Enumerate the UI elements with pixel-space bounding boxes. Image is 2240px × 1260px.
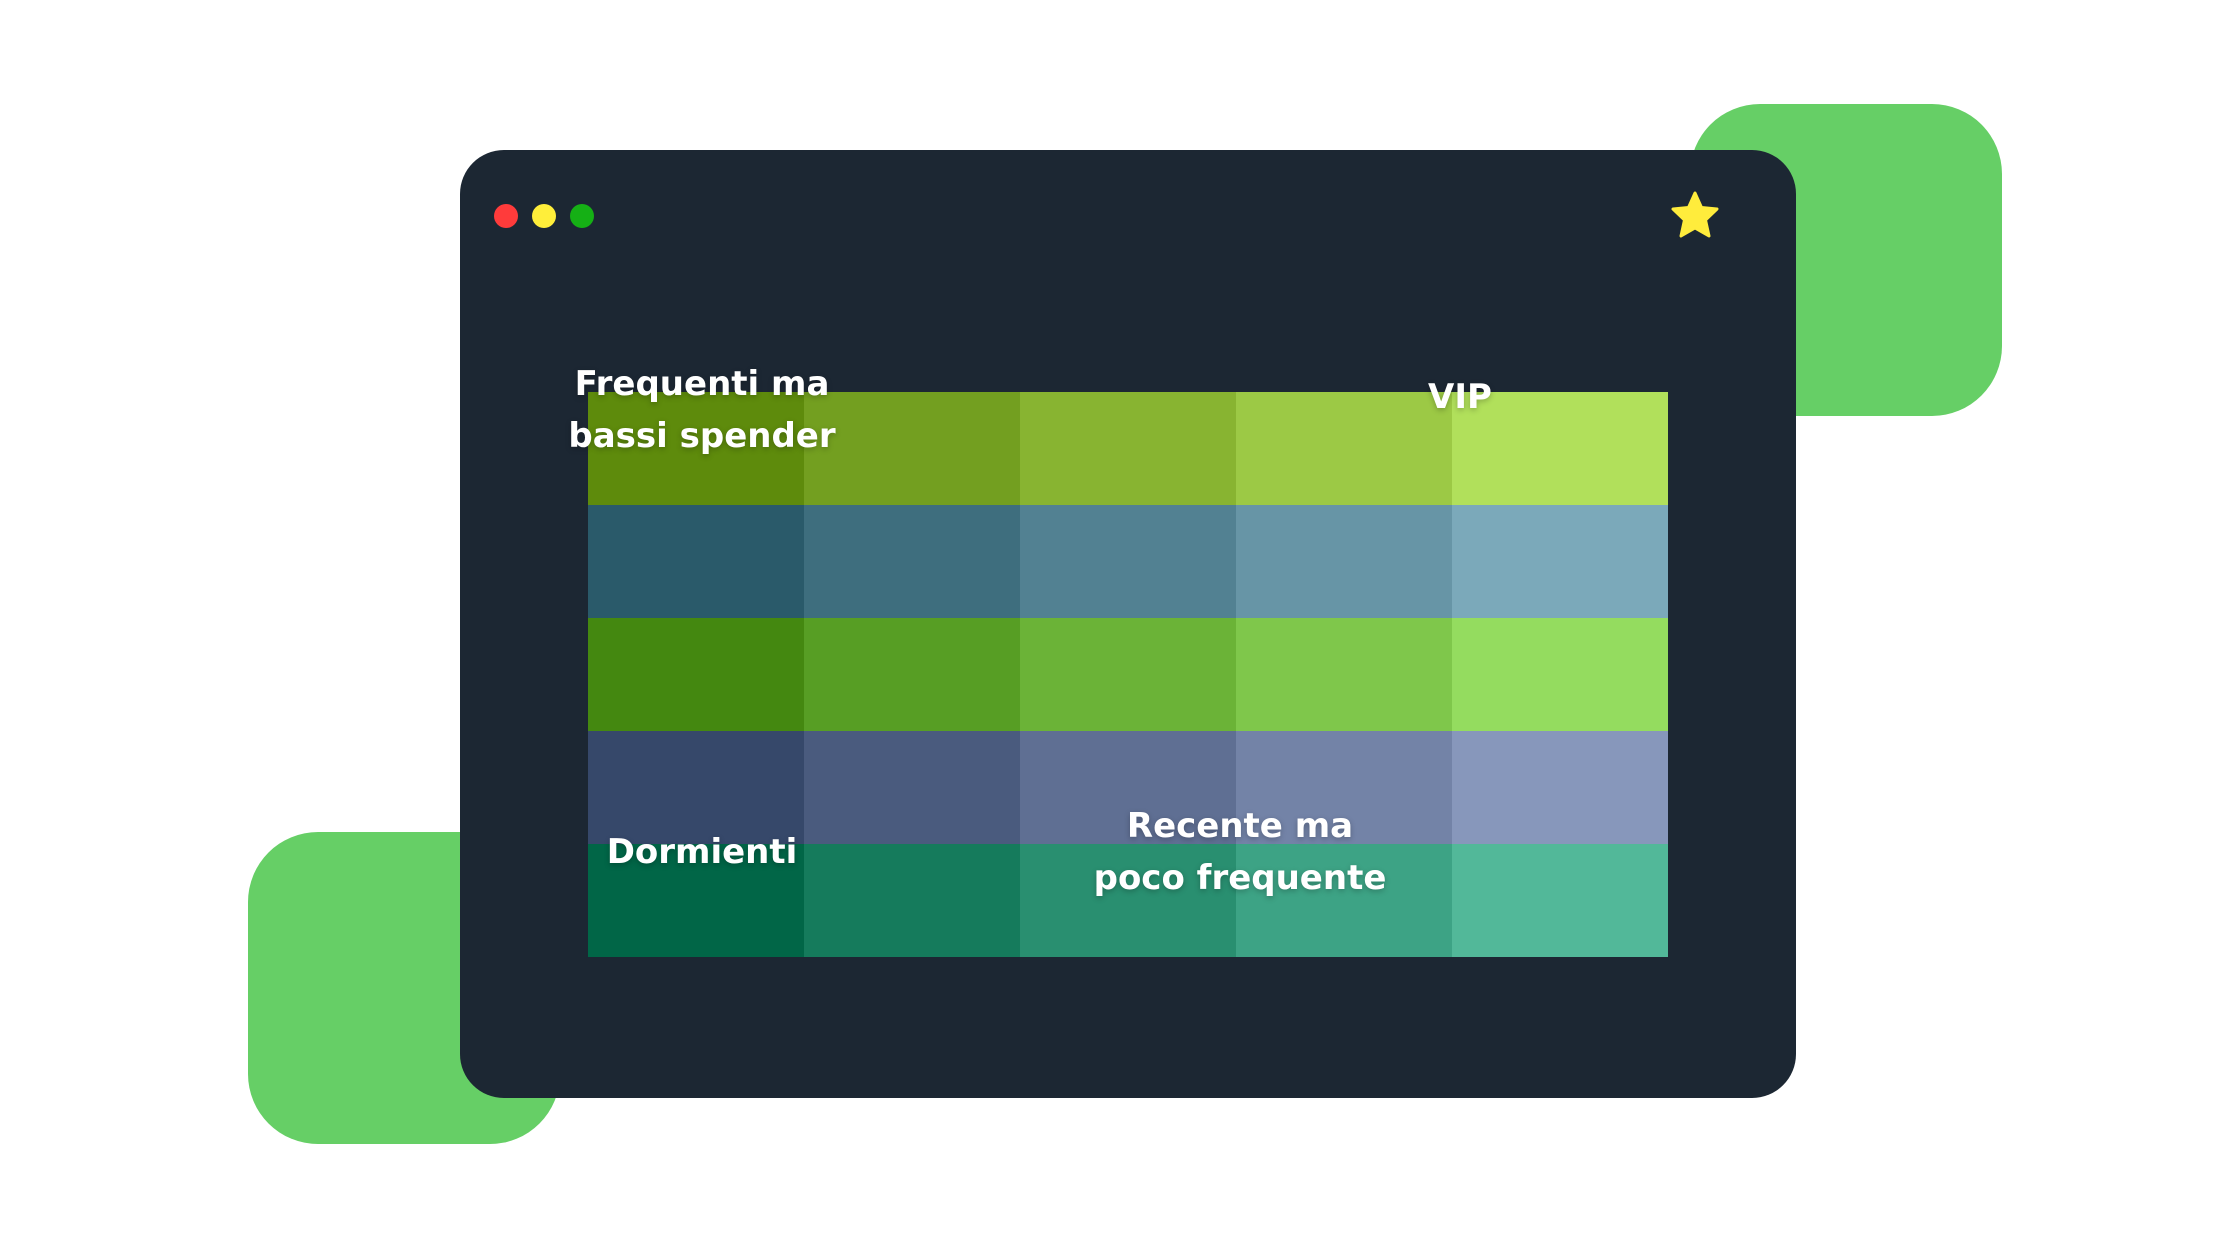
grid-cell-r2-c5 — [1452, 505, 1668, 618]
app-window: Frequenti ma bassi spender VIP Dormienti… — [460, 150, 1796, 1098]
grid-cell-r2-c4 — [1236, 505, 1452, 618]
segment-label-recent-infrequent: Recente ma poco frequente — [1093, 806, 1387, 898]
grid-cell-r1-c1 — [588, 392, 804, 505]
window-minimize-button[interactable] — [532, 204, 556, 228]
rfm-segment-grid — [588, 392, 1668, 957]
grid-cell-r4-c2 — [804, 731, 1020, 844]
grid-cell-r1-c2 — [804, 392, 1020, 505]
grid-cell-r4-c4 — [1236, 731, 1452, 844]
grid-cell-r5-c4 — [1236, 844, 1452, 957]
grid-cell-r2-c1 — [588, 505, 804, 618]
grid-cell-r5-c3 — [1020, 844, 1236, 957]
grid-cell-r3-c4 — [1236, 618, 1452, 731]
segment-label-frequent-low-spenders: Frequenti ma bassi spender — [568, 364, 836, 456]
grid-cell-r1-c4 — [1236, 392, 1452, 505]
grid-cell-r1-c5 — [1452, 392, 1668, 505]
grid-cell-r4-c1 — [588, 731, 804, 844]
grid-cell-r1-c3 — [1020, 392, 1236, 505]
star-icon[interactable] — [1670, 190, 1720, 240]
grid-cell-r2-c2 — [804, 505, 1020, 618]
window-maximize-button[interactable] — [570, 204, 594, 228]
grid-cell-r4-c5 — [1452, 731, 1668, 844]
grid-cell-r5-c5 — [1452, 844, 1668, 957]
window-close-button[interactable] — [494, 204, 518, 228]
grid-cell-r3-c5 — [1452, 618, 1668, 731]
grid-cell-r2-c3 — [1020, 505, 1236, 618]
grid-cell-r5-c1 — [588, 844, 804, 957]
grid-cell-r4-c3 — [1020, 731, 1236, 844]
segment-label-dormant: Dormienti — [606, 832, 798, 872]
grid-cell-r3-c3 — [1020, 618, 1236, 731]
segment-label-vip: VIP — [1428, 377, 1492, 417]
grid-cell-r3-c1 — [588, 618, 804, 731]
grid-cell-r3-c2 — [804, 618, 1020, 731]
grid-cell-r5-c2 — [804, 844, 1020, 957]
